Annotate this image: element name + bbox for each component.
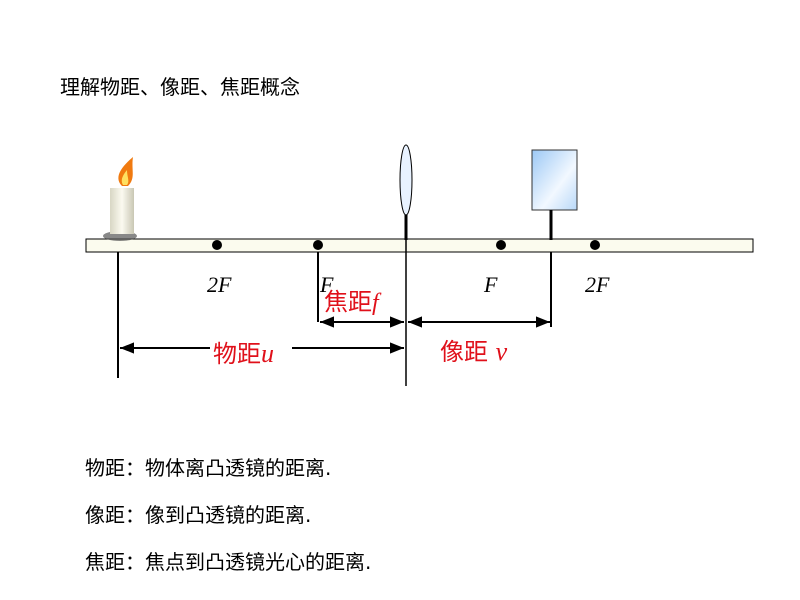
definition-image-distance: 像距：像到凸透镜的距离. xyxy=(85,503,312,527)
label-2f-left: 2F xyxy=(207,272,232,297)
point-f-right xyxy=(496,240,506,250)
point-f-left xyxy=(313,240,323,250)
label-f-left: F xyxy=(319,272,334,297)
page-title: 理解物距、像距、焦距概念 xyxy=(60,75,300,99)
optical-bench xyxy=(85,238,754,253)
point-2f-left xyxy=(212,240,222,250)
label-f-right: F xyxy=(483,272,498,297)
guide-lines xyxy=(117,240,552,386)
candle xyxy=(103,157,137,241)
convex-lens xyxy=(399,144,413,216)
object-distance-label: 物距u xyxy=(213,339,274,368)
light-screen xyxy=(531,149,578,211)
image-distance-label: 像距 v xyxy=(440,337,508,366)
definition-object-distance: 物距：物体离凸透镜的距离. xyxy=(85,456,332,480)
point-2f-right xyxy=(590,240,600,250)
definition-focal-length: 焦距：焦点到凸透镜光心的距离. xyxy=(85,550,372,574)
label-2f-right: 2F xyxy=(585,272,610,297)
focal-length-label: 焦距f xyxy=(324,288,382,316)
